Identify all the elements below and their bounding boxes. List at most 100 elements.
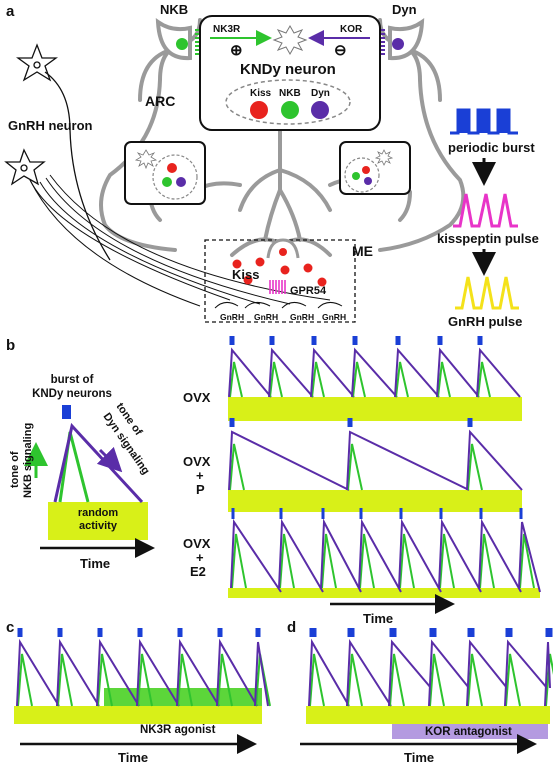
left-nkb-dot — [162, 177, 172, 187]
dyn-tone-arrow — [96, 446, 123, 473]
dyn-trace — [56, 638, 100, 707]
nkb-trace — [437, 361, 451, 398]
dyn-trace — [216, 638, 258, 707]
right-dyn-dot — [364, 177, 372, 185]
burst-mark — [505, 628, 513, 637]
burst-mark — [429, 628, 437, 637]
right-terminal-vesicles — [344, 157, 380, 193]
nkb-trace — [309, 653, 325, 707]
gnrh-pulse-icon — [455, 276, 519, 310]
gnrh-neuron-label: GnRH neuron — [8, 118, 93, 133]
nkb-trace — [352, 361, 366, 398]
nkb-trace — [347, 443, 363, 491]
dyn-trace — [228, 347, 272, 398]
me-label: ME — [352, 243, 373, 259]
nk3r-agonist-label: NK3R agonist — [140, 724, 216, 736]
burst-mark — [545, 628, 553, 637]
gnrh-axons — [29, 174, 331, 307]
activity-bar — [14, 706, 262, 724]
burst-mark — [229, 418, 235, 427]
agonist-bar — [104, 688, 262, 706]
nkb-trace — [269, 361, 283, 398]
burst-mark — [437, 336, 443, 345]
dyn-trace — [16, 638, 60, 707]
dyn-trace — [388, 639, 432, 707]
nkb-trace — [389, 653, 405, 707]
ovx-p-label-2: + — [196, 468, 204, 483]
dyn-trace — [466, 429, 523, 491]
burst-mark — [279, 508, 283, 519]
burst-mark — [467, 628, 475, 637]
ovx-label: OVX — [183, 390, 211, 405]
dyn-trace — [544, 641, 551, 707]
dyn-trace — [136, 638, 180, 707]
burst-mark — [137, 628, 143, 637]
gnrh-neuron-icon — [4, 43, 111, 261]
burst-mark — [269, 336, 275, 345]
kor-label: KOR — [340, 24, 363, 35]
nkb-trace — [479, 533, 495, 589]
nkb-trace — [321, 533, 337, 589]
dyn-trace — [230, 518, 282, 593]
kor-antagonist-label: KOR antagonist — [425, 726, 512, 738]
gnrh-term-1: GnRH — [220, 312, 244, 322]
burst-mark — [479, 508, 483, 519]
nk3r-label: NK3R — [213, 24, 241, 35]
kiss-me-label: Kiss — [232, 267, 259, 282]
time-label-b-left: Time — [80, 556, 110, 571]
kisspeptin-pulse-icon — [453, 193, 518, 228]
dyn-label: Dyn — [392, 2, 417, 17]
burst-mark — [217, 628, 223, 637]
left-kiss-dot — [167, 163, 177, 173]
burst-mark — [57, 628, 63, 637]
burst-mark — [17, 628, 23, 637]
me-kiss-dots — [232, 257, 327, 287]
kor-antagonist-bar — [392, 724, 548, 739]
time-label-c: Time — [118, 750, 148, 765]
nkb-trace — [477, 361, 491, 398]
trace-ovx-p — [228, 418, 523, 512]
burst-mark — [395, 336, 401, 345]
gnrh-term-3: GnRH — [290, 312, 314, 322]
dyn-trace — [176, 638, 220, 707]
gnrh-term-4: GnRH — [322, 312, 346, 322]
dyn-trace — [310, 347, 355, 398]
dyn-trace — [96, 638, 140, 707]
burst-mark-icon — [62, 405, 71, 419]
burst-mark — [311, 336, 317, 345]
nkb-trace — [217, 653, 233, 707]
dyn-trace — [268, 347, 314, 398]
gpr54-label: GPR54 — [290, 285, 327, 297]
trace-ovx-e2 — [228, 508, 541, 598]
dyn-trace — [308, 638, 350, 707]
nkb-trace — [395, 361, 409, 398]
nkb-trace — [399, 533, 415, 589]
time-label-d: Time — [404, 750, 434, 765]
nkb-trace — [467, 443, 483, 491]
kiss-inner-label: Kiss — [250, 88, 272, 99]
left-terminal-vesicles — [152, 154, 198, 200]
burst-mark — [467, 418, 473, 427]
burst-mark — [389, 628, 397, 637]
nkb-trace — [467, 653, 483, 707]
nkb-trace — [57, 653, 73, 707]
nkb-trace — [519, 533, 535, 589]
dyn-trace — [438, 518, 482, 593]
gnrh-pulse-label: GnRH pulse — [448, 314, 522, 329]
me-kiss-dot — [279, 248, 287, 256]
kisspeptin-pulse-label: kisspeptin pulse — [437, 231, 539, 246]
legend-dyn-trace — [53, 422, 144, 504]
ovx-p-label-3: P — [196, 482, 205, 497]
minus-symbol: ⊖ — [334, 42, 347, 59]
nkb-trace — [429, 653, 445, 707]
burst-mark — [321, 508, 325, 519]
nkb-trace — [311, 361, 325, 398]
nkb-trace — [505, 653, 521, 707]
burst-mark — [255, 628, 261, 637]
nkb-inner-label: NKB — [279, 88, 301, 99]
panel-a-label: a — [6, 3, 15, 20]
gnrh-terminals — [214, 302, 343, 309]
ovx-e2-label-1: OVX — [183, 536, 211, 551]
plus-symbol: ⊕ — [230, 42, 243, 59]
